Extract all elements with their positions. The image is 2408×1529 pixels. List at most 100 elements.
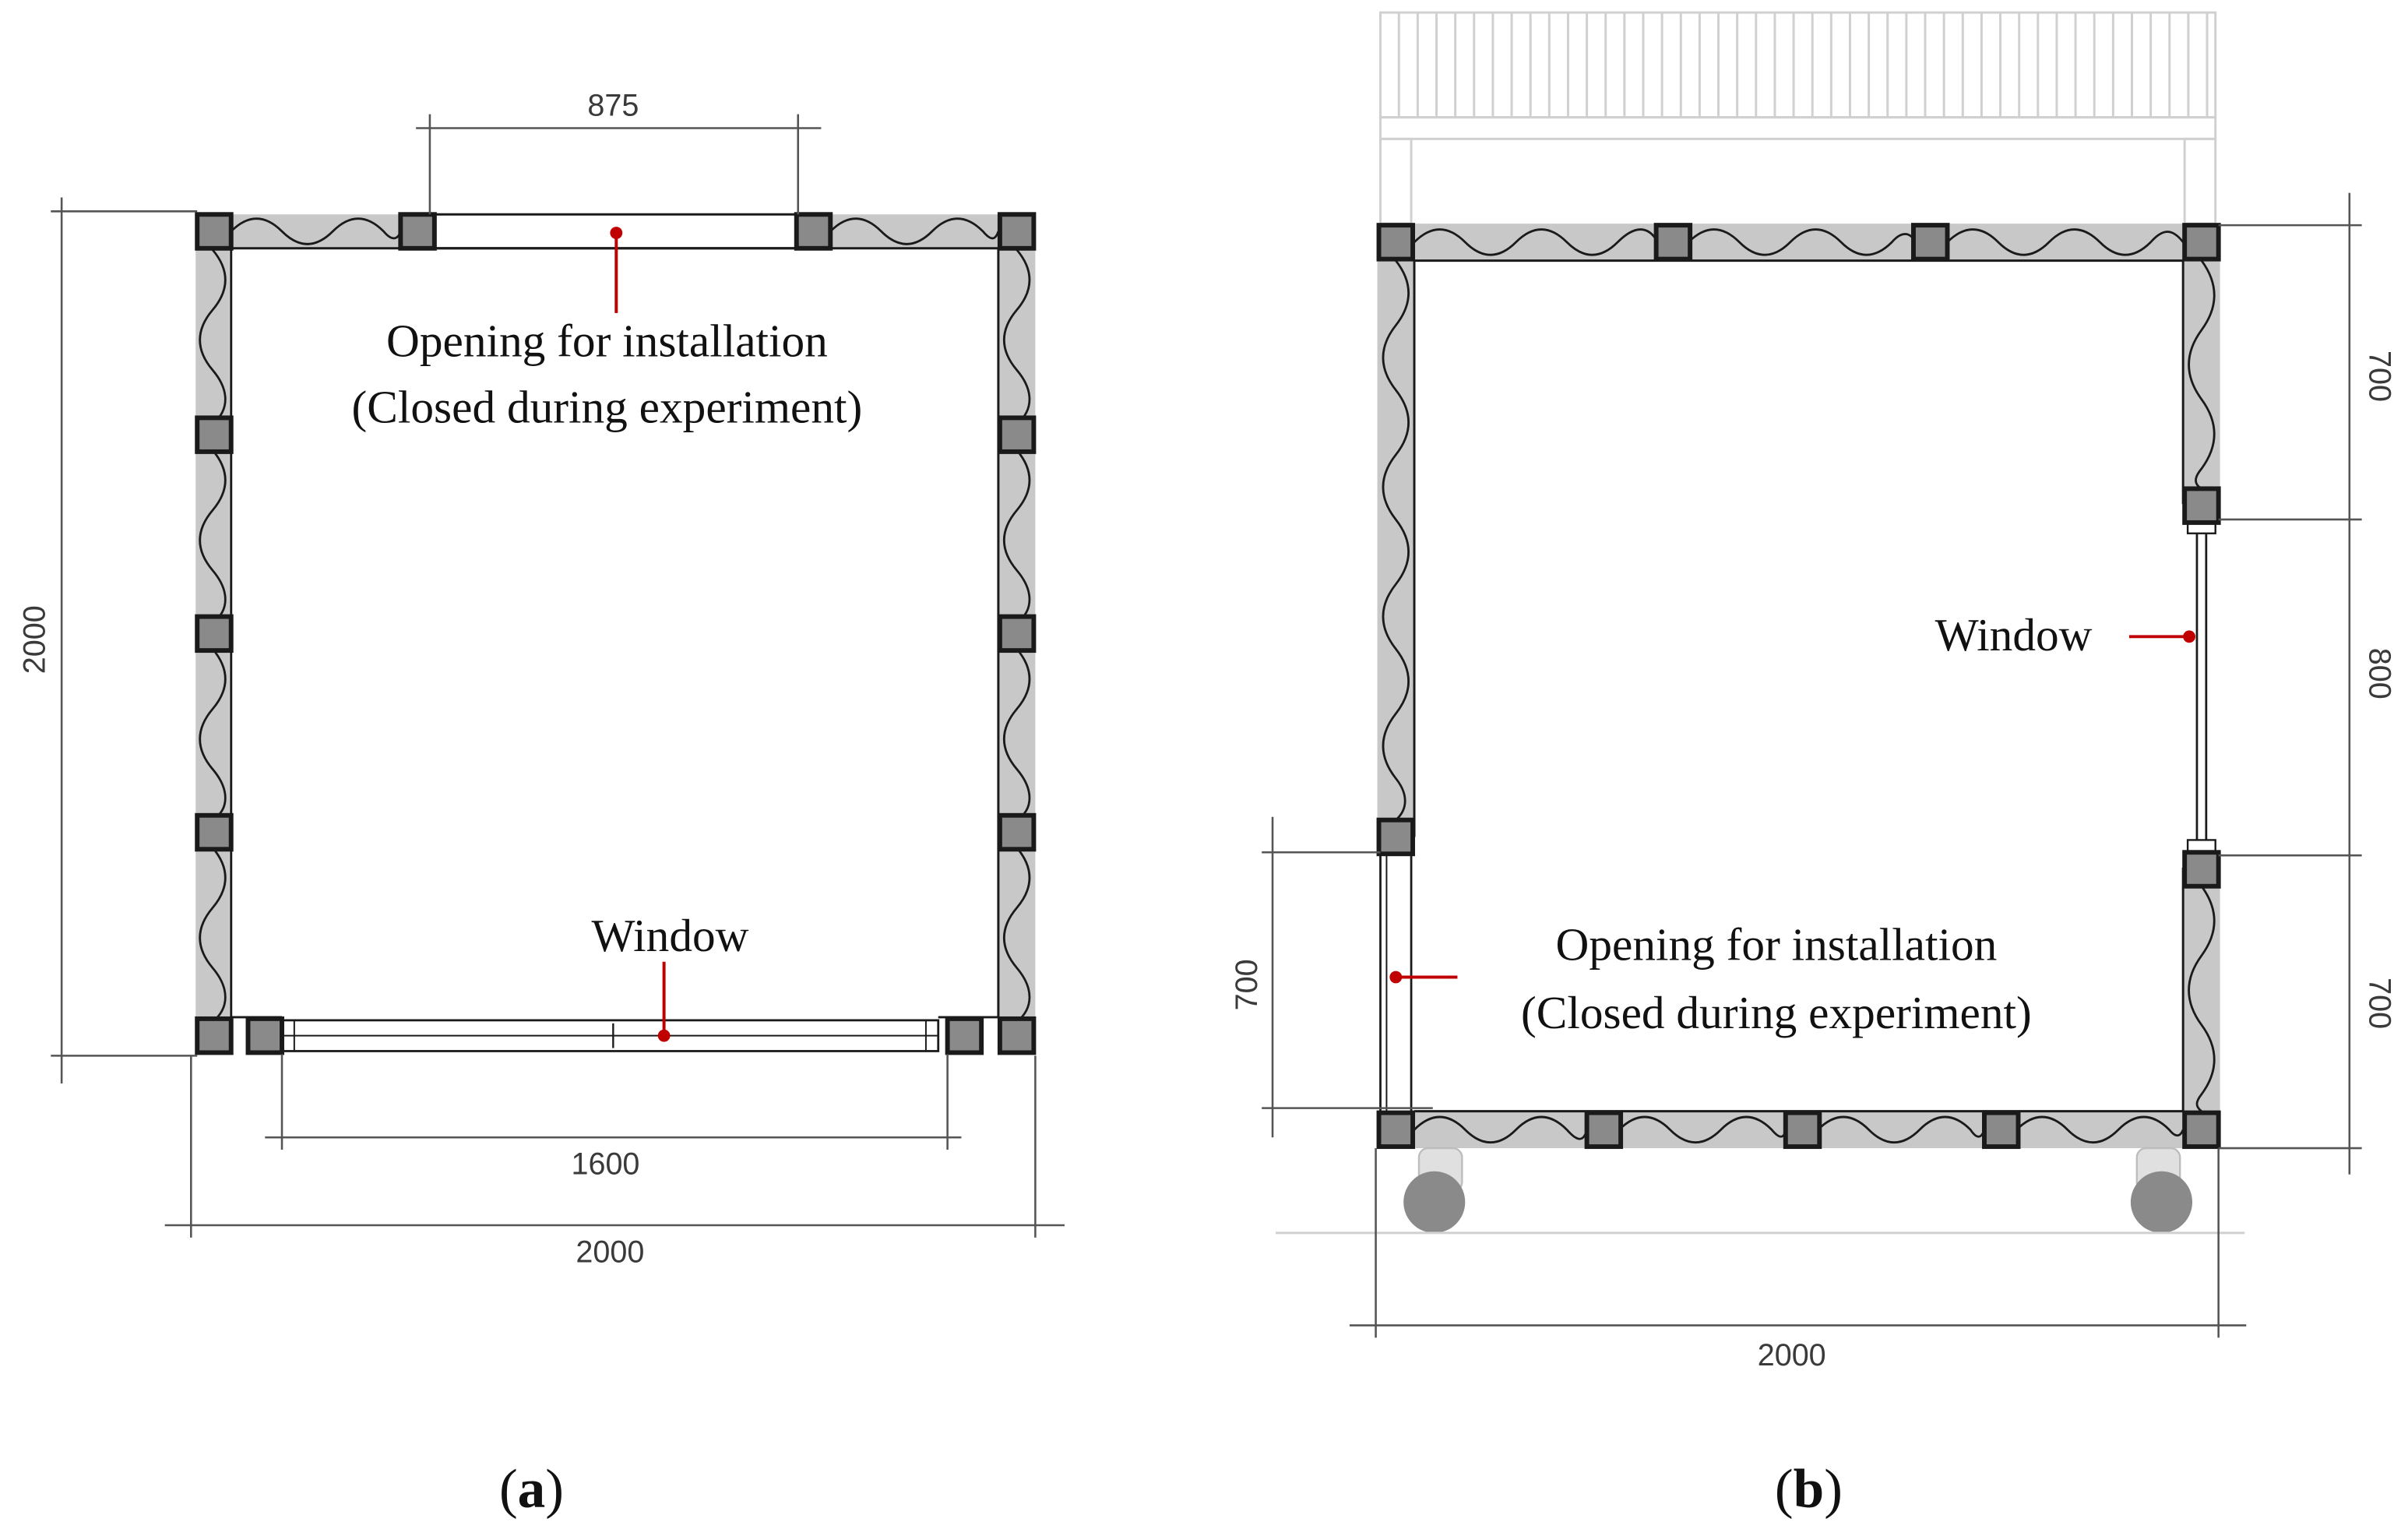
panel-a-callouts: [610, 227, 671, 1042]
opening-callout-line2: (Closed during experiment): [352, 381, 863, 432]
structural-post: [1653, 223, 1693, 262]
insulation-wave: [1413, 228, 1659, 256]
callout-dot-opening: [1389, 971, 1403, 984]
structural-post: [195, 812, 234, 852]
panel-a-plan: 875 2000 1600 2000 Opening for installat…: [17, 89, 1065, 1520]
panel-b-dimensions: [1262, 192, 2362, 1338]
window-callout-label: Window: [592, 910, 749, 961]
insulation-wave: [2015, 1115, 2184, 1144]
sublabel-letter: a: [518, 1459, 546, 1520]
insulation-wave: [1413, 1115, 1588, 1144]
panel-a-posts: [195, 212, 1037, 1055]
wall-right-lower: [2183, 868, 2220, 1132]
insulation-wave: [1002, 847, 1031, 1023]
insulation-wave: [1002, 248, 1031, 425]
insulation-wave: [230, 217, 402, 245]
insulation-wave: [1817, 1115, 1986, 1144]
insulation-wave: [1002, 449, 1031, 624]
insulation-wave: [2188, 259, 2216, 490]
structural-post: [794, 212, 833, 251]
insulation-wave: [829, 217, 1000, 245]
structural-post: [1376, 1110, 1416, 1150]
structural-post: [398, 212, 437, 251]
structural-post: [997, 415, 1037, 454]
dimension-label-left: 700: [1230, 959, 1264, 1010]
dimension-label-outer: 2000: [576, 1235, 644, 1269]
opening-callout-line1: Opening for installation: [386, 315, 828, 366]
dimension-label-bottom: 2000: [1758, 1338, 1826, 1372]
structural-post: [945, 1016, 984, 1055]
structural-post: [195, 415, 234, 454]
canopy-beam: [1379, 116, 2217, 140]
canopy-roof: [1379, 11, 2217, 119]
insulation-wave: [199, 248, 227, 425]
dimension-label-right-top: 700: [2363, 351, 2397, 402]
dimension-label-right-bottom: 700: [2363, 978, 2397, 1029]
panel-a-dimensions: [51, 114, 1065, 1238]
panel-a-window: [231, 1016, 998, 1052]
window-callout-label: Window: [1935, 609, 2093, 661]
structural-post: [2182, 223, 2221, 262]
sublabel-open-paren: (: [1775, 1459, 1794, 1520]
wall-top: [1378, 224, 2219, 261]
sublabel-letter: b: [1794, 1459, 1825, 1520]
structural-post: [1376, 223, 1416, 262]
structural-post: [1982, 1110, 2021, 1150]
panel-a-sublabel: (a): [499, 1459, 564, 1520]
insulation-wave: [1382, 259, 1410, 821]
structural-post: [2182, 1110, 2221, 1150]
structural-post: [997, 1016, 1037, 1055]
insulation-wave: [199, 648, 227, 821]
structural-post: [195, 212, 234, 251]
opening-callout-line2: (Closed during experiment): [1521, 987, 2032, 1038]
structural-post: [2182, 486, 2221, 525]
insulation-wave: [1002, 648, 1031, 821]
callout-dot-window: [657, 1029, 671, 1042]
callout-dot-opening: [610, 227, 623, 239]
structural-post: [1584, 1110, 1624, 1150]
sublabel-close-paren: ): [545, 1459, 564, 1520]
sublabel-close-paren: ): [1824, 1459, 1843, 1520]
panel-b-posts: [1376, 223, 2221, 1150]
insulation-wave: [2188, 885, 2216, 1112]
structural-post: [245, 1016, 284, 1055]
dimension-label-inner: 1600: [571, 1147, 639, 1182]
insulation-wave: [199, 449, 227, 624]
structural-post: [1911, 223, 1950, 262]
panel-b-plan: 700 800 700 700 2000 Window Opening for …: [1230, 11, 2397, 1520]
sublabel-open-paren: (: [499, 1459, 518, 1520]
panel-b-window: [2186, 520, 2216, 854]
wheel-left: [1403, 1171, 1466, 1233]
panel-b-insulation: [1382, 228, 2216, 1144]
dimension-label-right-mid: 800: [2363, 648, 2397, 699]
structural-post: [195, 1016, 234, 1055]
opening-panel: [1379, 852, 1413, 1114]
structural-post: [2182, 850, 2221, 889]
callout-dot-window: [2183, 630, 2196, 643]
panel-b-callouts: [1389, 630, 2196, 984]
panel-b-canopy: [1379, 11, 2217, 225]
panel-b-sublabel: (b): [1775, 1459, 1843, 1520]
wheel-right: [2130, 1171, 2193, 1233]
structural-post: [195, 614, 234, 654]
insulation-wave: [199, 847, 227, 1023]
canopy-post-left: [1379, 137, 1413, 225]
dimension-label-top: 875: [587, 89, 639, 123]
panel-b-wheels: [1275, 1147, 2245, 1235]
insulation-wave: [1618, 1115, 1787, 1144]
structural-post: [997, 614, 1037, 654]
structural-post: [997, 812, 1037, 852]
opening-callout-line1: Opening for installation: [1556, 919, 1998, 971]
panel-b-wall-lines: [1413, 259, 2184, 1113]
canopy-post-right: [2183, 137, 2217, 225]
canopy-slats: [1397, 12, 2209, 118]
panel-a-insulation: [199, 217, 1031, 1023]
structural-post: [1376, 817, 1416, 857]
insulation-wave: [1688, 228, 1917, 256]
panel-b-opening: [1379, 852, 1413, 1114]
insulation-wave: [1946, 228, 2184, 256]
dimension-label-left: 2000: [17, 605, 51, 674]
structural-post: [997, 212, 1037, 251]
